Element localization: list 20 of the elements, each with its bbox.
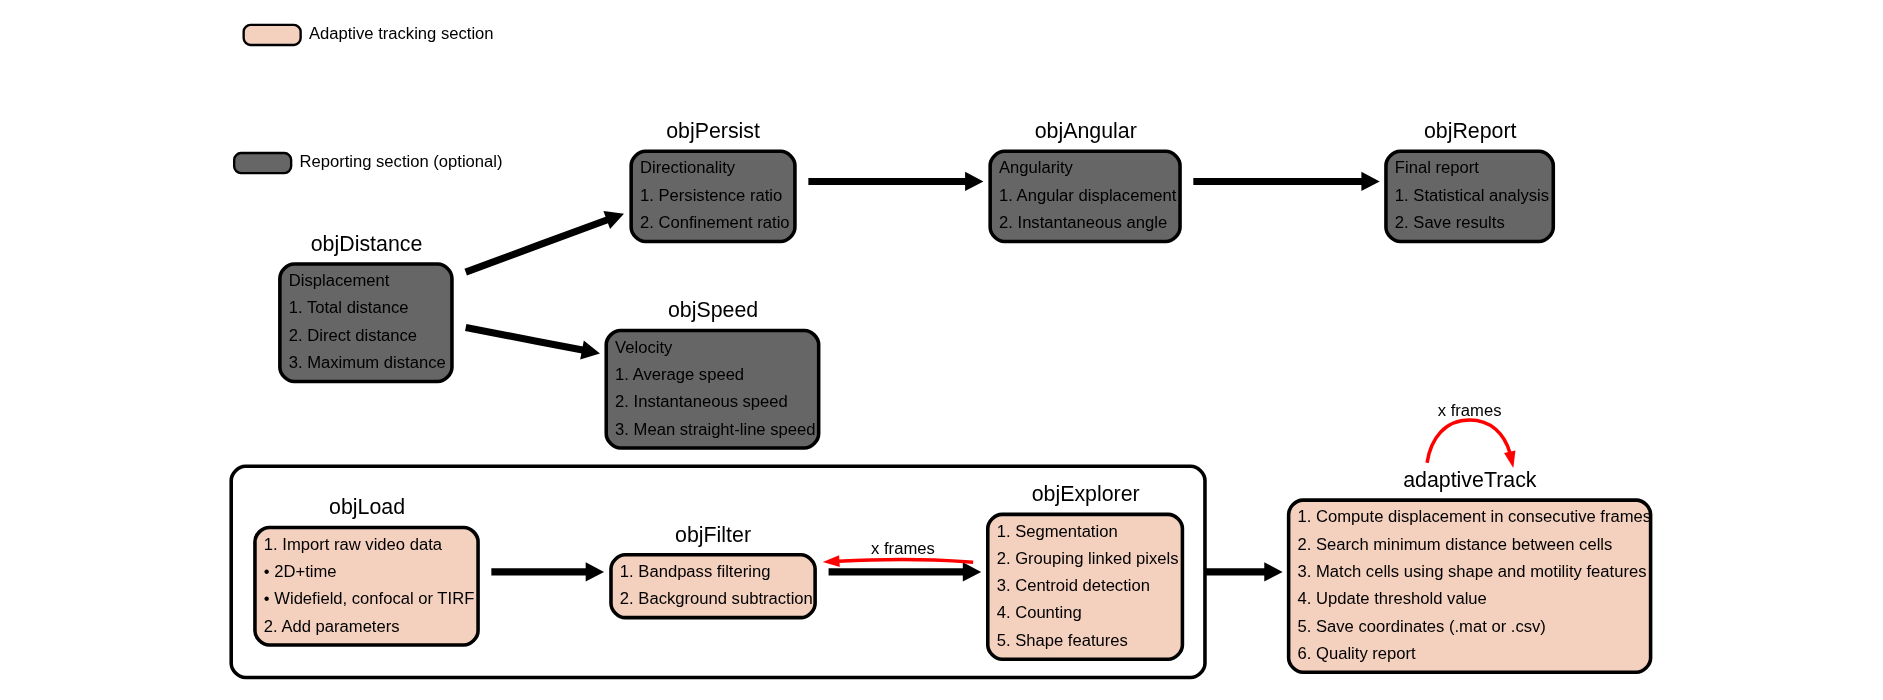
edge-label: x frames (871, 539, 935, 559)
node-label: objLoad (329, 495, 406, 520)
node-label: adaptiveTrack (1403, 467, 1537, 492)
cluster (229, 464, 1207, 680)
node-label: objReport (1423, 119, 1517, 144)
arrow (828, 562, 982, 582)
node-label: objDistance (310, 231, 423, 256)
node-label: objPersist (666, 119, 760, 144)
node-label: objExplorer (1031, 482, 1140, 507)
node-label: objSpeed (667, 298, 759, 323)
edge-label: x frames (1437, 400, 1502, 420)
arrow (464, 211, 624, 276)
arrow (1204, 562, 1283, 582)
node-label: objAngular (1034, 119, 1137, 144)
node-label: objFilter (675, 522, 752, 547)
arrow (822, 555, 974, 567)
arrow (465, 324, 600, 360)
arrow (1425, 418, 1516, 468)
legend-label: Reporting section (optional) (299, 152, 503, 172)
legend-label: Adaptive tracking section (308, 24, 494, 44)
